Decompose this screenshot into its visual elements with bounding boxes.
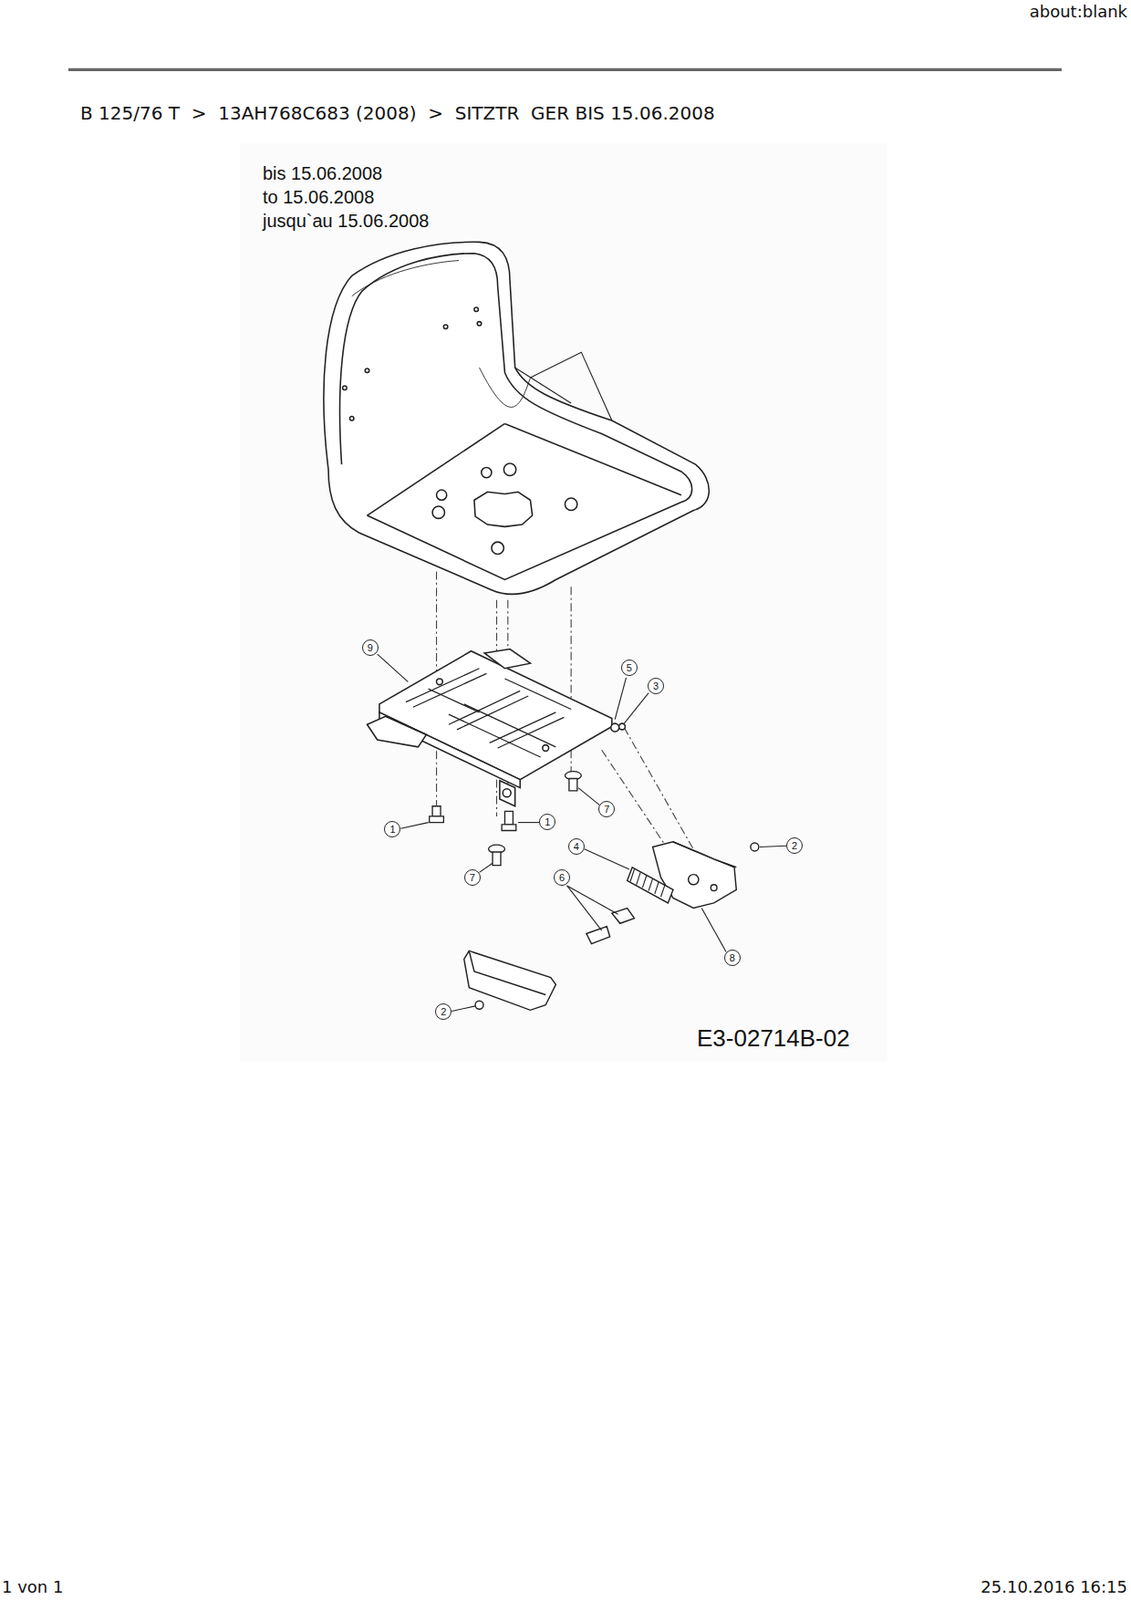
drawing-ground xyxy=(239,143,888,1061)
callout-number: 5 xyxy=(621,659,638,676)
page-count: 1 von 1 xyxy=(1,1578,63,1596)
drawing-number: E3-02714B-02 xyxy=(696,1026,851,1050)
browser-header: about:blank xyxy=(1029,3,1128,21)
callout-number: 3 xyxy=(647,677,665,695)
date-note: to 15.06.2008 xyxy=(262,187,374,207)
seat-bracket xyxy=(464,841,759,1010)
date-note: jusqu`au 15.06.2008 xyxy=(262,211,429,230)
print-date: 25.10.2016 16:15 xyxy=(980,1578,1128,1596)
callout-number: 7 xyxy=(464,869,481,886)
breadcrumb-title: B 125/76 T > 13AH768C683 (2008) > SITZTR… xyxy=(80,103,716,123)
header-rule xyxy=(68,68,1062,72)
leader-lines xyxy=(377,653,787,1011)
callout-number: 1 xyxy=(383,820,401,838)
callout-number: 7 xyxy=(598,800,615,818)
fasteners xyxy=(429,771,582,866)
callout-number: 2 xyxy=(786,837,803,854)
callout-number: 4 xyxy=(568,838,585,855)
seat xyxy=(323,241,709,594)
date-note: bis 15.06.2008 xyxy=(262,164,383,183)
callout-number: 8 xyxy=(724,949,741,966)
callout-number: 9 xyxy=(362,639,379,656)
callout-number: 2 xyxy=(435,1003,452,1020)
callout-number: 6 xyxy=(553,869,571,886)
seat-plate xyxy=(367,649,626,807)
callout-number: 1 xyxy=(539,813,556,831)
